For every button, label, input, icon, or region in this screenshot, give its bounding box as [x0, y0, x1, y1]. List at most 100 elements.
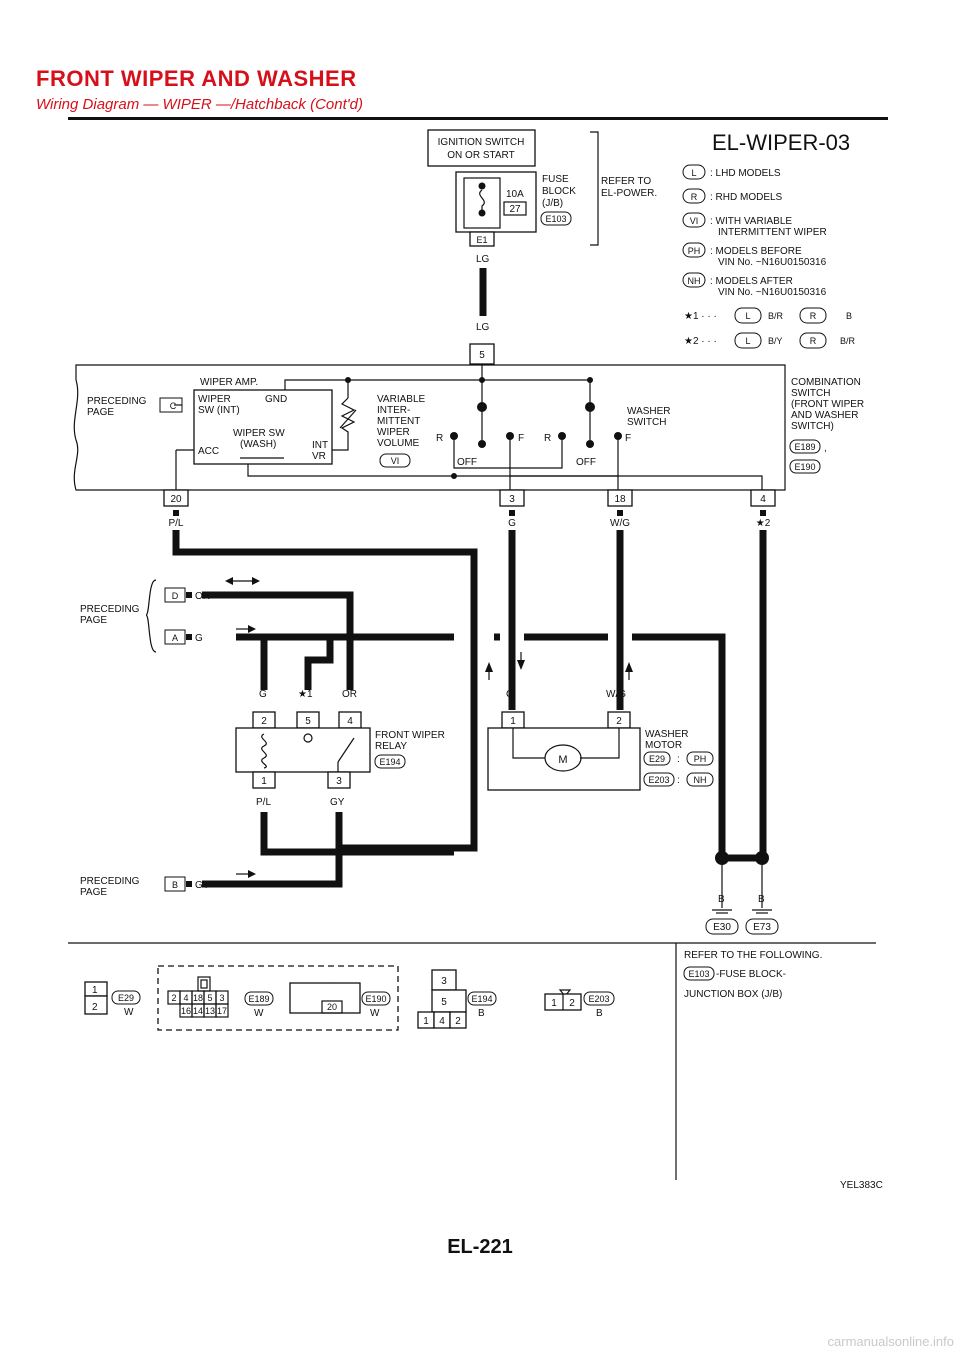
- refer-conn-pill: [683, 966, 715, 981]
- washer-motor: G W/G 1 2 M WASHER MOTOR E29 : PH E203 :…: [487, 689, 714, 791]
- fuse-holder: [463, 177, 501, 229]
- e1-label: E1: [476, 235, 487, 245]
- legend-tag: R: [691, 192, 698, 202]
- combo-name3: (FRONT WIPER: [791, 399, 864, 410]
- prec-a-pill: [164, 629, 186, 645]
- combo-name1: COMBINATION: [791, 377, 861, 388]
- motor-label: M: [558, 754, 567, 766]
- watermark: carmanualsonline.info: [827, 1334, 954, 1349]
- e29-pin2-box: [84, 995, 108, 1015]
- fuse-block-line3: (J/B): [542, 198, 563, 209]
- e190-color: W: [370, 1008, 380, 1019]
- star1-r-pill: [799, 307, 827, 324]
- relay-conn: E194: [379, 757, 400, 767]
- legend-line1: : LHD MODELS: [710, 168, 781, 179]
- legend-line1: : RHD MODELS: [710, 192, 783, 203]
- prec-b-pill: [164, 876, 186, 892]
- e189-pin: 13: [205, 1006, 215, 1016]
- combo-name2: SWITCH: [791, 388, 830, 399]
- heavy-wires: [172, 530, 769, 888]
- relay-pin4: 4: [347, 716, 353, 727]
- arrow-a: [248, 625, 256, 633]
- relay-wire-or: OR: [342, 689, 357, 700]
- ground1-conn-pill: [705, 918, 739, 935]
- prec-d: D: [172, 591, 179, 601]
- combo-conn2: E190: [794, 462, 815, 472]
- pin5-label: 5: [479, 350, 485, 361]
- f1-label: F: [518, 433, 524, 444]
- wire-gy: [202, 812, 343, 888]
- refer-title: REFER TO THE FOLLOWING.: [684, 950, 822, 961]
- arrow-down-1: [517, 660, 525, 670]
- wash-label2: (WASH): [240, 439, 276, 450]
- star2-l-pill: [734, 332, 762, 349]
- e190-pin20-box: [321, 1000, 343, 1014]
- washer-colon2: :: [677, 775, 680, 786]
- legend-tag-pill: [682, 212, 706, 228]
- combo-pin: 18: [614, 494, 626, 505]
- combo-pin-wire: ★2: [756, 518, 771, 529]
- arrow-b: [248, 870, 256, 878]
- fuse-block-line2: BLOCK: [542, 186, 576, 197]
- legend-line1: : MODELS AFTER: [710, 276, 793, 287]
- star1-l: L: [745, 311, 750, 321]
- sw1-off: [478, 440, 486, 448]
- relay-pin3: 3: [336, 776, 342, 787]
- washer-conn1: E29: [649, 754, 665, 764]
- washer-pin1: 1: [510, 716, 516, 727]
- e194-color: B: [478, 1008, 485, 1019]
- prec-bottom-line1: PRECEDING: [80, 876, 140, 887]
- star1-l-pill: [734, 307, 762, 324]
- e189-pin: 14: [193, 1006, 203, 1016]
- washer-lead2: [580, 728, 620, 759]
- combination-switch-box: [73, 364, 786, 491]
- wire-lg-top: LG: [476, 254, 490, 265]
- combo-pin-box: [607, 489, 633, 507]
- star2-rc: B/R: [840, 336, 856, 346]
- relay-wire-g: G: [259, 689, 267, 700]
- e1-connector: [469, 231, 495, 247]
- e194-pin5: 5: [441, 997, 447, 1008]
- legend-tag-pill: [682, 188, 706, 204]
- refer-line2: JUNCTION BOX (J/B): [684, 989, 782, 1000]
- combo-pin-square: [617, 510, 623, 516]
- refer-line1: -FUSE BLOCK-: [716, 969, 786, 980]
- var4: WIPER: [377, 427, 410, 438]
- prec-b-square: [186, 881, 192, 887]
- wire-or: [202, 591, 354, 690]
- page-title: FRONT WIPER AND WASHER: [36, 66, 357, 91]
- e194-pin5-box: [431, 989, 467, 1013]
- refer-line2: EL-POWER.: [601, 188, 657, 199]
- relay-name2: RELAY: [375, 741, 407, 752]
- e194-pin4: 4: [439, 1016, 445, 1027]
- star-legend: ★1 · · · L B/R R B ★2 · · · L B/Y R B/R: [684, 307, 856, 349]
- wiper-sw-int2: SW (INT): [198, 405, 240, 416]
- e189-pin: 4: [183, 993, 188, 1003]
- wiper-amp-box: [193, 389, 333, 465]
- wire-g-a4: [632, 633, 726, 856]
- arrow-d-left: [225, 577, 233, 585]
- e203-color: B: [596, 1008, 603, 1019]
- off1-label: OFF: [457, 457, 477, 468]
- refer-bracket: [590, 131, 599, 246]
- prec-d-wire: OR: [195, 591, 210, 602]
- star2-mark: ★2 · · ·: [684, 336, 717, 347]
- ground2-conn-pill: [745, 918, 779, 935]
- star1-r: R: [810, 311, 817, 321]
- gnd-label: GND: [265, 394, 287, 405]
- vi-label: VI: [391, 456, 400, 466]
- e189-pin: 18: [193, 993, 203, 1003]
- wire-star1: [304, 637, 334, 690]
- combo-conn1-pill: [789, 439, 821, 454]
- combo-pin-box: [499, 489, 525, 507]
- diagram-code: EL-WIPER-03: [712, 130, 850, 155]
- e194-pin3: 3: [441, 976, 447, 987]
- connector-e194: 3 5 1 4 2 E194 B: [417, 969, 497, 1029]
- refer-following: REFER TO THE FOLLOWING. E103 -FUSE BLOCK…: [683, 950, 822, 1000]
- washer-switch1: WASHER: [627, 406, 671, 417]
- e194-id: E194: [471, 994, 492, 1004]
- combo-pin-square: [509, 510, 515, 516]
- relay-wire-pl: P/L: [256, 797, 271, 808]
- washer-name2: MOTOR: [645, 740, 682, 751]
